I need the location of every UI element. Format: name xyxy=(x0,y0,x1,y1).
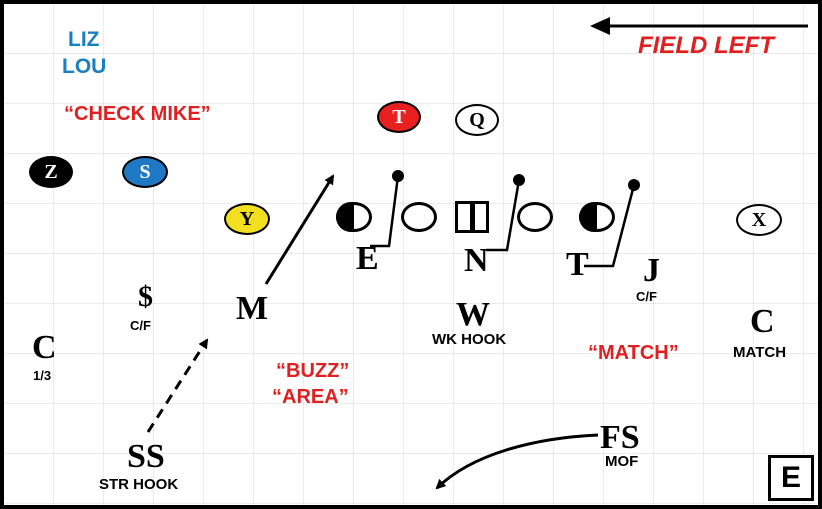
call-buzz: “BUZZ” xyxy=(276,360,350,382)
lineman-shade xyxy=(336,202,354,232)
offense-s-slot: S xyxy=(122,156,168,188)
defense-e-end: E xyxy=(356,240,379,277)
fs-rotation-arrow xyxy=(435,433,599,490)
end-slant-line xyxy=(370,175,400,248)
defense-ss-strong-safety: SS xyxy=(127,438,165,475)
end-slant-dot xyxy=(392,170,404,182)
defense-c-left-corner: C xyxy=(32,329,57,366)
call-lou: LOU xyxy=(62,55,107,78)
ss-dashed-arrow xyxy=(146,338,209,433)
defense-j-assignment: C/F xyxy=(636,289,657,304)
offense-z-receiver: Z xyxy=(29,156,73,188)
diagram-id-badge: E xyxy=(768,455,814,501)
lineman-shade xyxy=(579,202,597,232)
field-left-label: FIELD LEFT xyxy=(638,32,774,59)
defense-w-assignment: WK HOOK xyxy=(432,331,507,348)
offensive-lineman-right-guard xyxy=(517,202,553,232)
defense-m-mike: M xyxy=(236,290,269,327)
nose-slant-dot xyxy=(513,174,525,186)
defense-n-nose: N xyxy=(464,242,489,279)
offense-y-receiver: Y xyxy=(224,203,270,235)
offense-t-tight-end: T xyxy=(377,101,421,133)
defense-ss-assignment: STR HOOK xyxy=(99,476,179,493)
defense-fs-free-safety: FS xyxy=(600,419,640,456)
center-mark xyxy=(470,204,475,230)
defense-t-tackle: T xyxy=(566,246,589,283)
call-match: “MATCH” xyxy=(588,342,679,364)
nose-slant-line xyxy=(486,179,521,252)
defense-c-right-assignment: MATCH xyxy=(733,344,787,361)
defense-dollar-assignment: C/F xyxy=(130,318,151,333)
call-liz: LIZ xyxy=(68,28,100,51)
offensive-lineman-left-guard xyxy=(401,202,437,232)
defense-fs-assignment: MOF xyxy=(605,453,639,470)
call-area: “AREA” xyxy=(272,386,349,408)
route-arrows-layer xyxy=(146,17,808,490)
defense-c-right-corner: C xyxy=(750,303,775,340)
defense-c-left-assignment: 1/3 xyxy=(33,368,52,383)
defense-w-will: W xyxy=(456,296,490,333)
mike-blitz-arrow xyxy=(264,174,335,285)
defense-dollar: $ xyxy=(138,280,153,313)
tackle-slant-dot xyxy=(628,179,640,191)
offense-q-quarterback: Q xyxy=(455,104,499,136)
field-left-arrowhead xyxy=(590,17,610,35)
defense-j-jack: J xyxy=(643,252,660,289)
call-check-mike: “CHECK MIKE” xyxy=(64,103,211,125)
offense-x-receiver: X xyxy=(736,204,782,236)
tackle-slant-line xyxy=(584,184,636,268)
